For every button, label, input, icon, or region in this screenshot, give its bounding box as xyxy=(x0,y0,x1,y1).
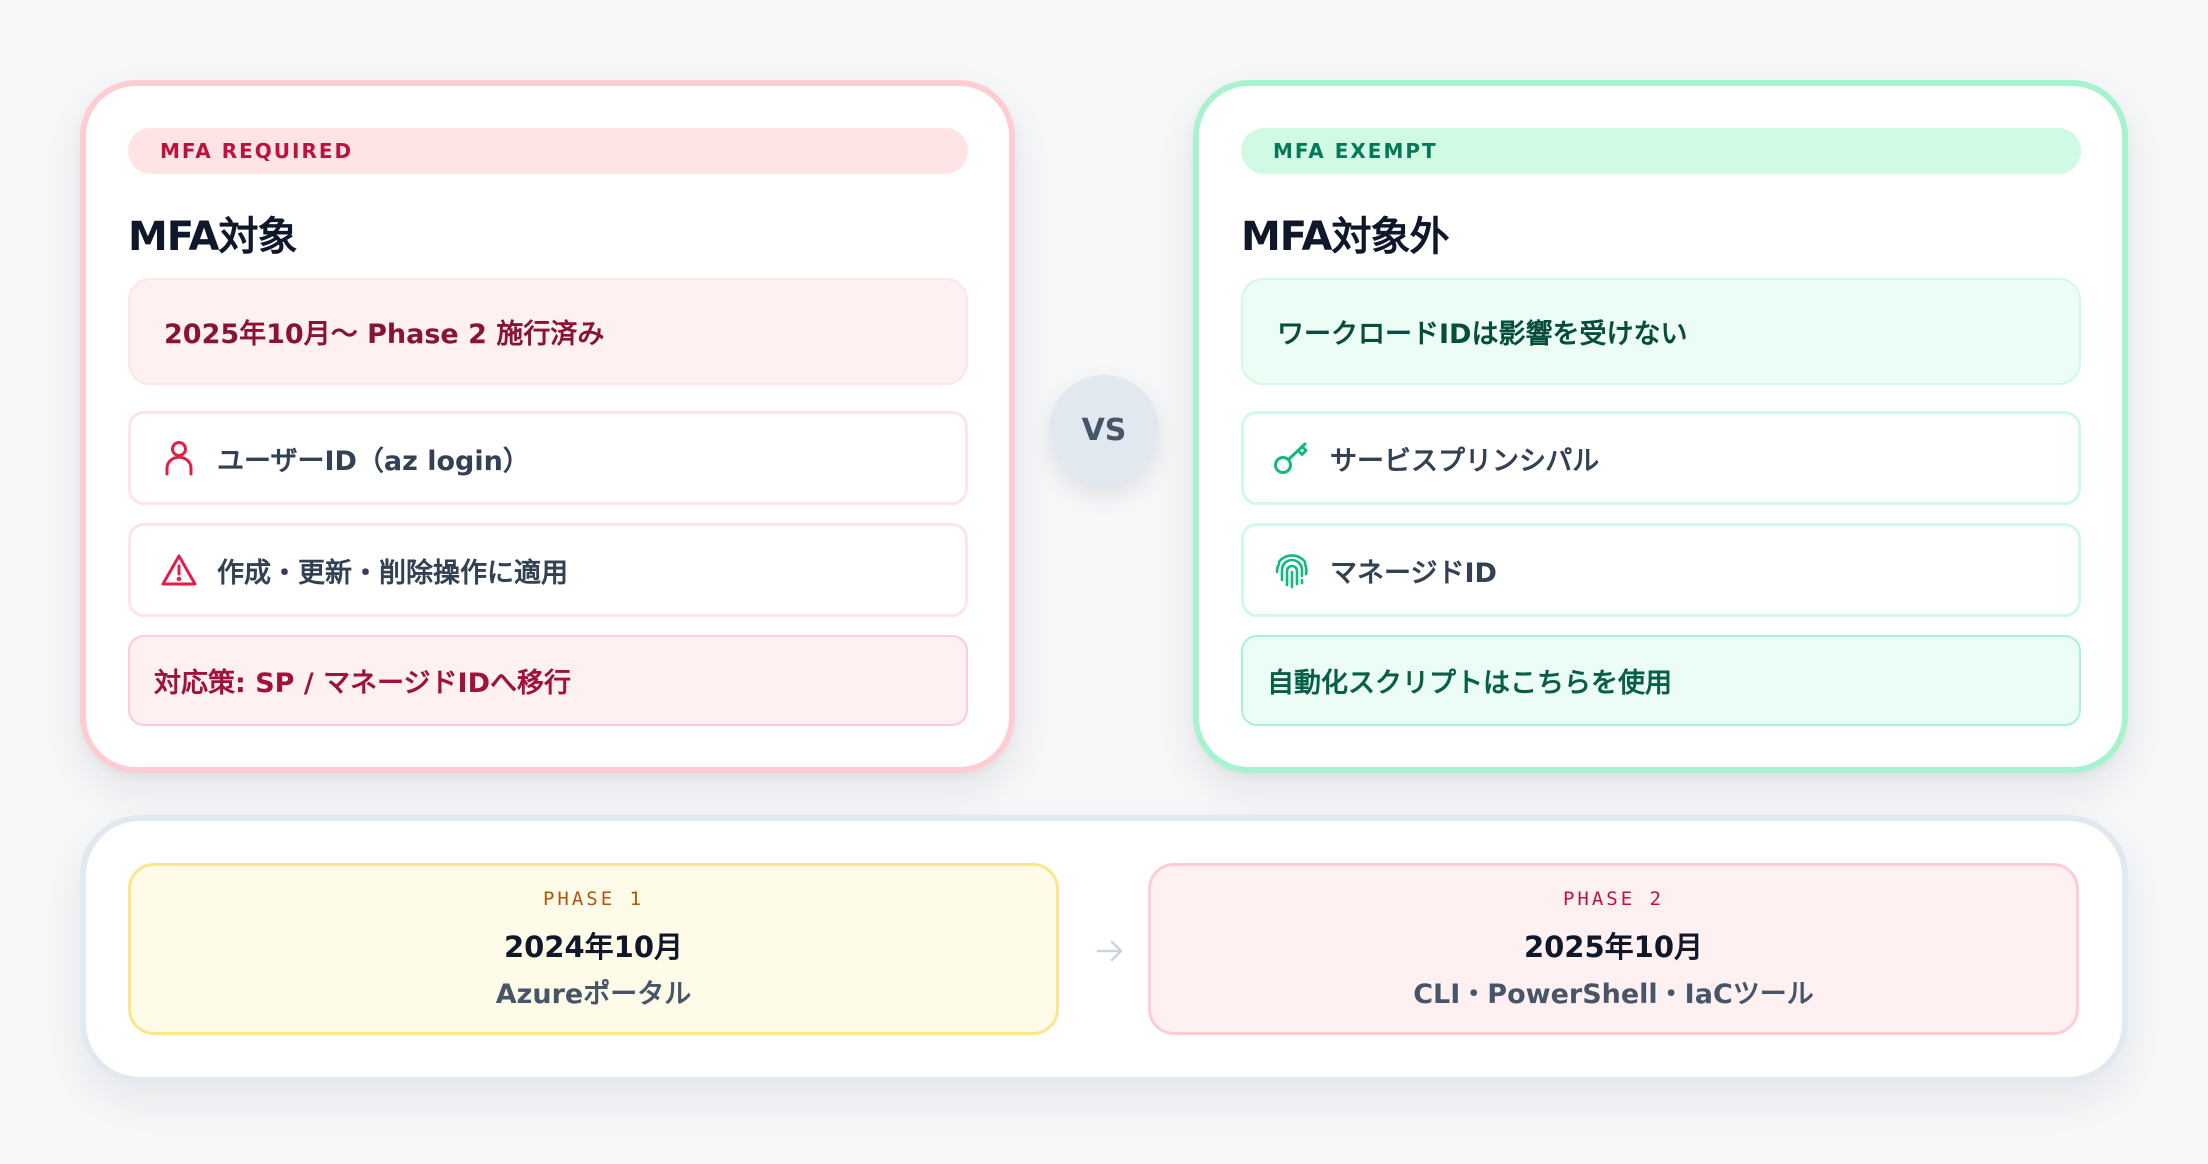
vs-badge: VS xyxy=(1049,375,1159,485)
user-id-item: ユーザーID（az login） xyxy=(128,411,968,505)
phase-2-date: 2025年10月 xyxy=(1523,929,1704,964)
phase-timeline: PHASE 1 2024年10月 Azureポータル PHASE 2 2025年… xyxy=(80,815,2128,1083)
operations-label: 作成・更新・削除操作に適用 xyxy=(217,557,568,589)
warning-icon xyxy=(159,550,199,590)
managed-id-label: マネージドID xyxy=(1330,557,1497,589)
mfa-exempt-badge: MFA EXEMPT xyxy=(1241,128,2081,174)
service-principal-label: サービスプリンシパル xyxy=(1330,445,1600,477)
phase-1-box: PHASE 1 2024年10月 Azureポータル xyxy=(128,863,1059,1035)
mfa-required-card: MFA REQUIRED MFA対象 2025年10月～ Phase 2 施行済… xyxy=(80,80,1015,773)
phase-2-scope: CLI・PowerShell・IaCツール xyxy=(1413,978,1814,1010)
mfa-required-title: MFA対象 xyxy=(128,214,297,260)
user-id-label: ユーザーID（az login） xyxy=(217,445,530,477)
mfa-required-highlight: 2025年10月～ Phase 2 施行済み xyxy=(128,278,968,385)
mfa-exempt-note: 自動化スクリプトはこちらを使用 xyxy=(1241,635,2081,726)
service-principal-item: サービスプリンシパル xyxy=(1241,411,2081,505)
arrow-right-icon xyxy=(1092,933,1128,969)
mfa-exempt-card: MFA EXEMPT MFA対象外 ワークロードIDは影響を受けない サービスプ… xyxy=(1193,80,2128,773)
phase-1-scope: Azureポータル xyxy=(495,978,692,1010)
user-icon xyxy=(159,438,199,478)
phase-2-label: PHASE 2 xyxy=(1562,887,1665,910)
managed-id-item: マネージドID xyxy=(1241,523,2081,617)
key-icon xyxy=(1272,438,1312,478)
operations-item: 作成・更新・削除操作に適用 xyxy=(128,523,968,617)
phase-2-box: PHASE 2 2025年10月 CLI・PowerShell・IaCツール xyxy=(1148,863,2079,1035)
mfa-exempt-highlight: ワークロードIDは影響を受けない xyxy=(1241,278,2081,385)
phase-1-label: PHASE 1 xyxy=(542,887,645,910)
mfa-required-badge: MFA REQUIRED xyxy=(128,128,968,174)
phase-1-date: 2024年10月 xyxy=(503,929,684,964)
fingerprint-icon xyxy=(1272,550,1312,590)
mfa-exempt-title: MFA対象外 xyxy=(1241,214,1449,260)
mfa-required-note: 対応策: SP / マネージドIDへ移行 xyxy=(128,635,968,726)
